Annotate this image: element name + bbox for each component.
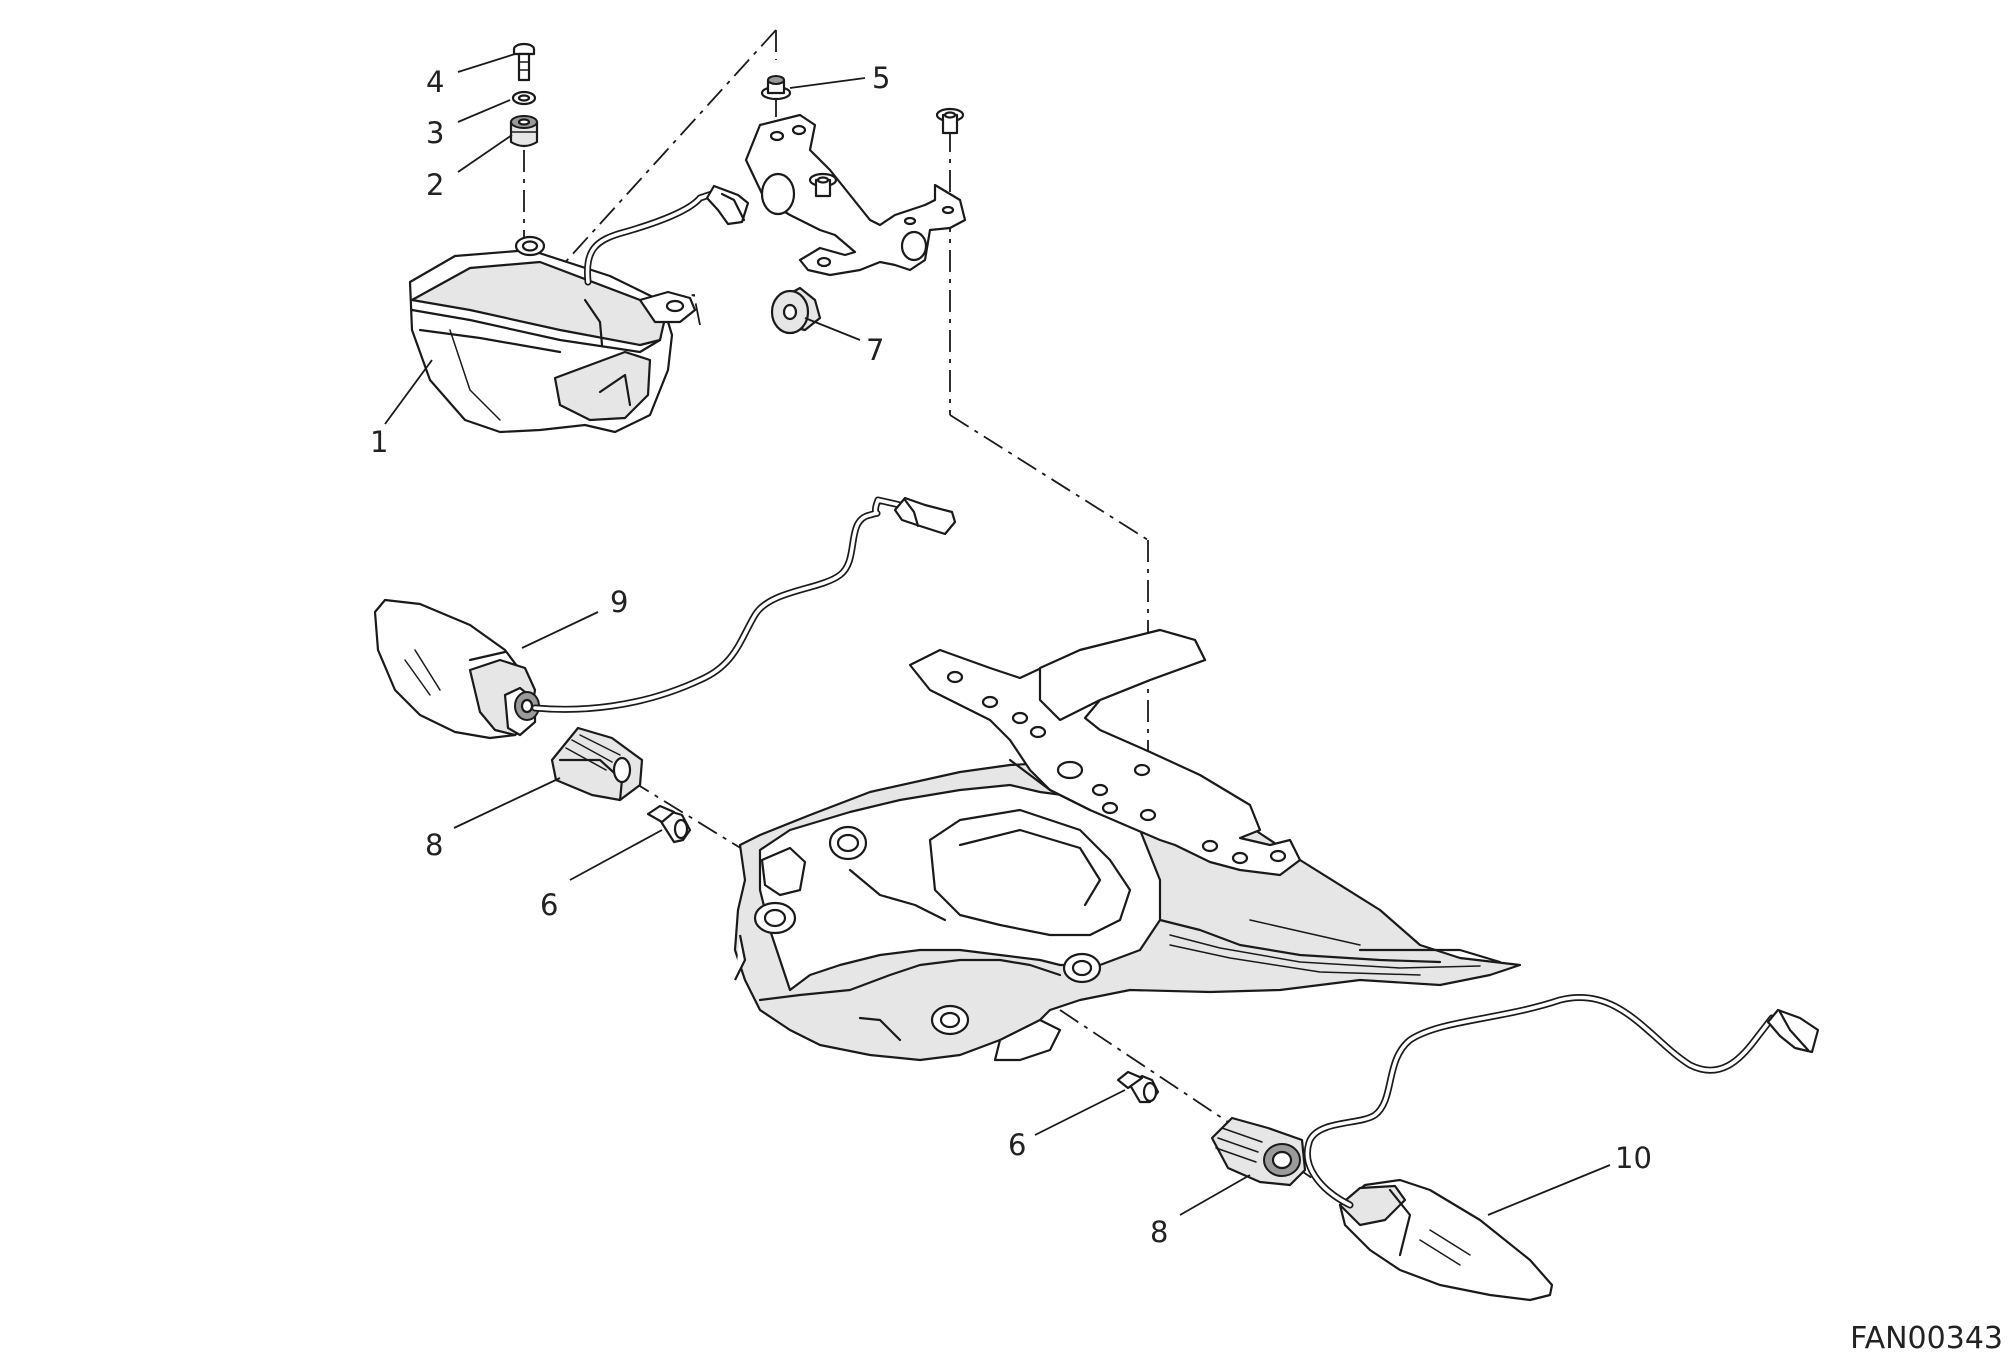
right-indicator: [1338, 1178, 1554, 1302]
callout-6b: 6: [1008, 1128, 1026, 1162]
screw-4: [512, 42, 536, 82]
right-indicator-wire: [1303, 994, 1820, 1209]
left-indicator: [373, 598, 540, 740]
tail-light-wire: [583, 184, 750, 286]
left-screw-6: [646, 804, 692, 844]
callout-8b: 8: [1150, 1215, 1168, 1249]
bushing-7: [770, 286, 822, 335]
leader-lines: [384, 53, 1611, 1216]
tail-light: [408, 235, 697, 434]
callout-8a: 8: [425, 828, 443, 862]
callout-labels: 1 2 3 4 5 6 6 7 8 8 9 10: [370, 61, 1652, 1249]
callout-3: 3: [426, 116, 444, 150]
right-adapter-8: [1210, 1116, 1307, 1187]
callout-9: 9: [610, 585, 628, 619]
grommet-2: [509, 115, 539, 148]
right-screw-6: [1116, 1070, 1160, 1104]
callout-6a: 6: [540, 888, 558, 922]
undertray: [733, 750, 1522, 1062]
screw-upper-right: [935, 107, 965, 135]
callout-2: 2: [426, 168, 444, 202]
callout-5: 5: [872, 61, 890, 95]
left-adapter-8: [550, 726, 644, 802]
callout-4: 4: [426, 65, 444, 99]
washer-3: [511, 90, 537, 106]
spacer-5: [760, 75, 792, 101]
drawing-code: FAN00343: [1850, 1321, 2003, 1355]
callout-7: 7: [866, 333, 884, 367]
callout-1: 1: [370, 425, 388, 459]
callout-10: 10: [1615, 1141, 1652, 1175]
plate-bracket: [908, 628, 1302, 877]
left-indicator-wire: [531, 496, 957, 713]
mounting-bracket: [744, 113, 967, 277]
